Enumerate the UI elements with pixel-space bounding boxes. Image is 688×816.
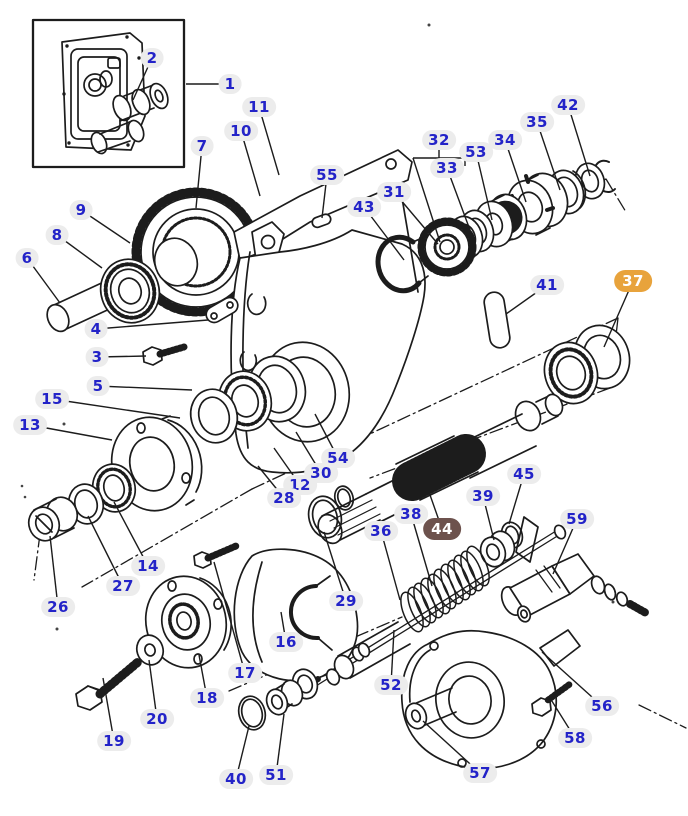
callout-2: 2 [140, 48, 164, 68]
leader-line-35 [536, 121, 561, 191]
callout-7: 7 [190, 136, 214, 156]
callout-56: 56 [585, 696, 619, 716]
spring-shaft-group [325, 521, 524, 686]
splined-flange-group [75, 575, 232, 711]
callout-33: 33 [430, 158, 464, 178]
leader-line-10 [240, 130, 261, 197]
leader-line-15 [51, 398, 181, 419]
callout-36: 36 [364, 521, 398, 541]
leader-line-36 [380, 530, 401, 601]
clutch-pack-cluster [375, 159, 616, 294]
callout-58: 58 [558, 728, 592, 748]
callout-17: 17 [228, 663, 262, 683]
leader-line-29 [323, 531, 347, 602]
callout-55: 55 [310, 165, 344, 185]
callout-40: 40 [219, 769, 253, 789]
callout-38: 38 [394, 504, 428, 524]
callout-30: 30 [304, 463, 338, 483]
callout-10: 10 [224, 121, 258, 141]
callout-54: 54 [321, 448, 355, 468]
callout-1: 1 [218, 74, 242, 94]
callout-26: 26 [41, 597, 75, 617]
leader-line-19 [102, 677, 115, 742]
callout-39: 39 [466, 486, 500, 506]
callout-31: 31 [377, 182, 411, 202]
leader-line-44 [416, 457, 443, 530]
rod-and-seals [237, 524, 567, 731]
key-41 [483, 291, 511, 349]
callout-5: 5 [86, 376, 110, 396]
callout-29: 29 [329, 591, 363, 611]
callout-45: 45 [507, 464, 541, 484]
leader-line-26 [49, 535, 59, 608]
callout-42: 42 [551, 95, 585, 115]
callout-32: 32 [422, 130, 456, 150]
callout-9: 9 [69, 200, 93, 220]
callout-3: 3 [85, 347, 109, 367]
hydraulic-valve [500, 516, 650, 623]
callout-59: 59 [560, 509, 594, 529]
callout-43: 43 [347, 197, 381, 217]
leader-line-11 [258, 106, 280, 176]
leader-line-37 [603, 280, 634, 348]
callout-44: 44 [423, 518, 461, 540]
callout-16: 16 [269, 632, 303, 652]
pin-55 [311, 213, 332, 229]
leader-line-17 [213, 561, 246, 674]
leader-line-33 [446, 167, 471, 231]
callout-28: 28 [267, 488, 301, 508]
callout-15: 15 [35, 389, 69, 409]
front-ring-stack [189, 355, 307, 444]
leader-line-51 [275, 713, 285, 776]
leader-line-27 [87, 515, 124, 587]
callout-4: 4 [84, 319, 108, 339]
input-gear-assembly [46, 187, 261, 333]
callout-8: 8 [45, 225, 69, 245]
leader-line-5 [97, 385, 193, 391]
cover-plate-and-bolt [142, 296, 239, 366]
rear-cover-housing [400, 629, 581, 770]
leader-line-42 [567, 104, 591, 177]
coil-spring [400, 545, 490, 633]
callout-41: 41 [530, 275, 564, 295]
leader-line-53 [475, 151, 493, 221]
callout-14: 14 [131, 556, 165, 576]
inset-gearbox [31, 18, 186, 169]
callout-53: 53 [459, 142, 493, 162]
callout-51: 51 [259, 765, 293, 785]
callout-6: 6 [15, 248, 39, 268]
callout-52: 52 [374, 675, 408, 695]
callout-19: 19 [97, 731, 131, 751]
leader-line-7 [195, 145, 203, 209]
bearing-cap-16 [193, 542, 359, 685]
callout-57: 57 [463, 763, 497, 783]
leader-line-4 [95, 319, 209, 330]
callout-20: 20 [140, 709, 174, 729]
callout-34: 34 [488, 130, 522, 150]
callout-18: 18 [190, 688, 224, 708]
leader-line-34 [504, 139, 527, 203]
callout-37: 37 [614, 270, 652, 292]
o-ring-29 [307, 485, 355, 539]
print-specks [20, 23, 615, 631]
leader-line-32 [412, 157, 441, 243]
leader-line-38 [410, 513, 433, 587]
callout-11: 11 [242, 97, 276, 117]
callout-27: 27 [106, 576, 140, 596]
left-flange-stack [27, 415, 203, 542]
leader-line-14 [113, 501, 149, 567]
callout-35: 35 [520, 112, 554, 132]
callout-13: 13 [13, 415, 47, 435]
